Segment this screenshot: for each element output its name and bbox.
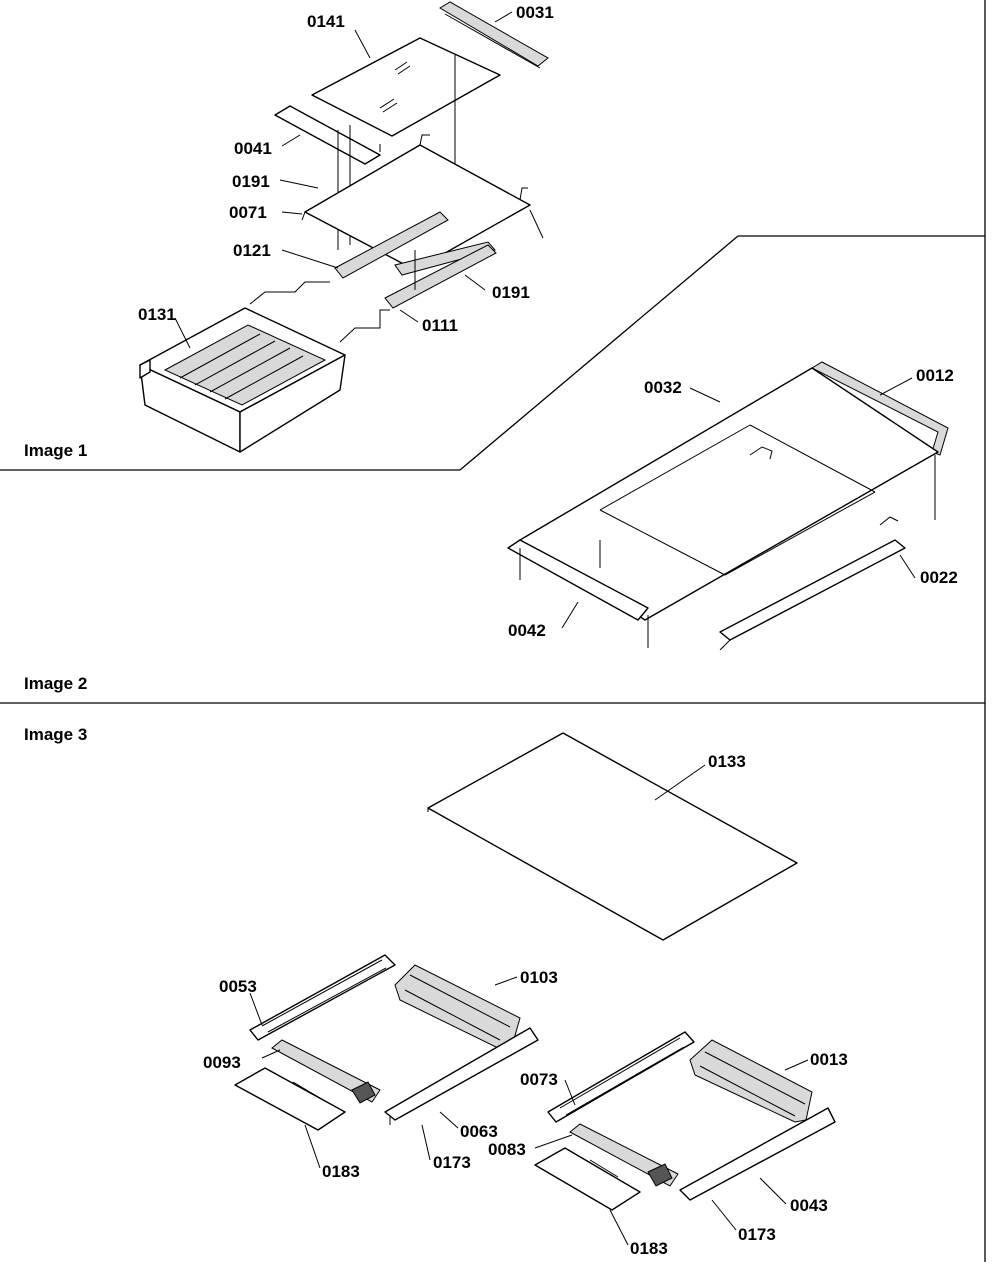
rail-0063: [384, 1027, 539, 1121]
rail-0093: [271, 1039, 381, 1103]
image3-leaders: [249, 976, 809, 1246]
shelf-frame-0071: [304, 144, 531, 271]
assembly-path-left: [249, 281, 330, 305]
cover-0183-right: [534, 1147, 641, 1211]
callout-0141: 0141: [307, 12, 345, 31]
leader-0012: [879, 377, 913, 396]
slide-rail-0121: [334, 211, 449, 279]
callout-0191: 0191: [232, 172, 270, 191]
image1-leaders: [174, 11, 513, 349]
side-rail-0022: [719, 539, 906, 641]
cover-0183-left: [234, 1067, 346, 1131]
callout-0042: 0042: [508, 621, 546, 640]
callout-0031: 0031: [516, 3, 554, 22]
assembly-path-right: [339, 309, 390, 343]
callout-0191-b: 0191: [492, 283, 530, 302]
section-label-image2: Image 2: [24, 674, 87, 693]
rear-trim-0031: [439, 1, 549, 67]
image2-group: 0032 0012 0022 0042 Image 2: [24, 361, 958, 693]
callout-0183-left: 0183: [322, 1162, 360, 1181]
front-trim-0042: [507, 539, 649, 621]
callout-0183-right: 0183: [630, 1239, 668, 1258]
glass-shelf-0141: [311, 37, 501, 137]
slide-rail-0111: [384, 244, 497, 309]
callout-0071: 0071: [229, 203, 267, 222]
leader-0133: [654, 764, 706, 801]
rear-trim-0012: [810, 361, 949, 456]
callout-0083: 0083: [488, 1140, 526, 1159]
callout-0022: 0022: [920, 568, 958, 587]
image3-group: Image 3 0133: [24, 725, 848, 1258]
section-label-image1: Image 1: [24, 441, 87, 460]
slide-rail-0191: [394, 241, 496, 276]
front-trim-0041: [274, 105, 381, 165]
callout-0013: 0013: [810, 1050, 848, 1069]
callout-0131: 0131: [138, 305, 176, 324]
bracket-0013: [689, 1039, 813, 1123]
rail-0073: [547, 1031, 695, 1123]
glass-panel-0133: [427, 732, 798, 941]
callout-0032: 0032: [644, 378, 682, 397]
callout-0173-right: 0173: [738, 1225, 776, 1244]
callout-0043: 0043: [790, 1196, 828, 1215]
callout-0041: 0041: [234, 139, 272, 158]
callout-0053: 0053: [219, 977, 257, 996]
callout-0063: 0063: [460, 1122, 498, 1141]
right-slide-assembly: [534, 1031, 836, 1211]
callout-0121: 0121: [233, 241, 271, 260]
callout-0012: 0012: [916, 366, 954, 385]
callout-0111: 0111: [422, 316, 458, 335]
leader-0042: [561, 601, 579, 629]
crisper-drawer-0131: [139, 307, 346, 453]
glass-highlight-marks: [379, 61, 411, 113]
callout-0093: 0093: [203, 1053, 241, 1072]
leader-0032: [689, 387, 721, 403]
image1-group: 0141 0031 0041 0191 0071 0121 0191 0131 …: [24, 1, 554, 460]
callout-0133: 0133: [708, 752, 746, 771]
section-label-image3: Image 3: [24, 725, 87, 744]
leader-0022: [899, 554, 916, 579]
rail-0053: [249, 954, 396, 1041]
rail-0043: [679, 1107, 836, 1201]
callout-0073: 0073: [520, 1070, 558, 1089]
callout-0173-left: 0173: [433, 1153, 471, 1172]
callout-0103: 0103: [520, 968, 558, 987]
left-slide-assembly: [234, 954, 539, 1131]
